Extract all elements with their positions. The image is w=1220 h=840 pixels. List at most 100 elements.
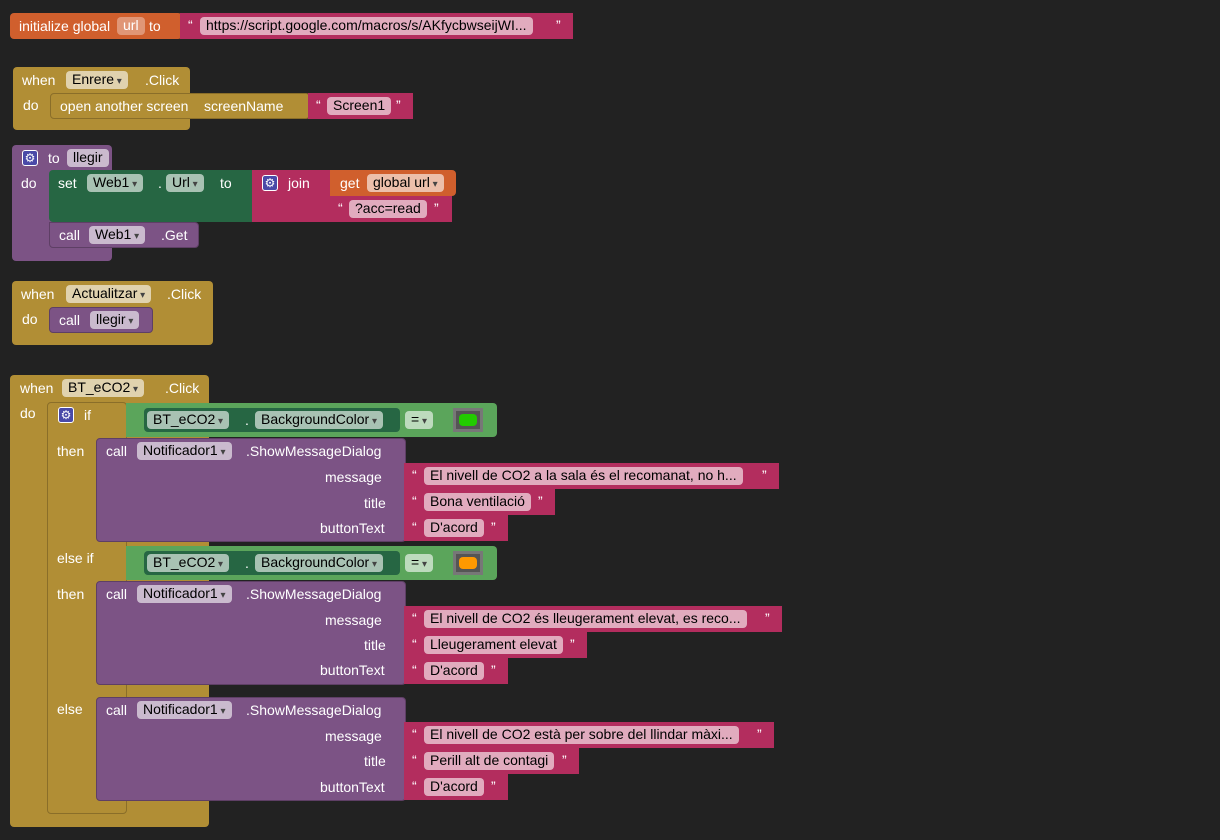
title-text-block-2[interactable]: “ Lleugerament elevat ” bbox=[404, 632, 587, 658]
event-click-label: .Click bbox=[167, 286, 202, 302]
kw-else-if: else if bbox=[57, 550, 94, 566]
quote-close: ” bbox=[434, 200, 439, 216]
actualitzar-component-dropdown[interactable]: Actualitzar bbox=[66, 285, 152, 303]
message-text-block-1[interactable]: “ El nivell de CO2 a la sala és el recom… bbox=[404, 463, 779, 489]
notifier-dropdown[interactable]: Notificador1 bbox=[137, 442, 232, 460]
quote-open: “ bbox=[316, 97, 321, 113]
kw-initialize-global: initialize global bbox=[19, 18, 111, 34]
quote-close: ” bbox=[556, 17, 561, 33]
url-property-dropdown[interactable]: Url bbox=[166, 174, 204, 192]
screen1-text[interactable]: Screen1 bbox=[327, 97, 392, 115]
compare-op-dropdown[interactable]: = bbox=[405, 411, 433, 429]
notifier-dropdown[interactable]: Notificador1 bbox=[137, 701, 232, 719]
message-text-2[interactable]: El nivell de CO2 és lleugerament elevat,… bbox=[424, 610, 747, 628]
set-web1-url-block[interactable]: set Web1 . Url to bbox=[49, 170, 254, 222]
kw-do: do bbox=[21, 175, 37, 191]
screen1-text-block[interactable]: “ Screen1 ” bbox=[308, 93, 413, 119]
quote-open: “ bbox=[412, 493, 417, 509]
button-text-1[interactable]: D'acord bbox=[424, 519, 484, 537]
title-label: title bbox=[364, 753, 386, 769]
message-label: message bbox=[325, 469, 382, 485]
cond-component-dropdown[interactable]: BT_eCO2 bbox=[147, 554, 230, 572]
global-var-name-field[interactable]: url bbox=[117, 17, 145, 35]
title-text-block-3[interactable]: “ Perill alt de contagi ” bbox=[404, 748, 579, 774]
backgroundcolor-property-dropdown[interactable]: BackgroundColor bbox=[255, 554, 383, 572]
get-method-label: .Get bbox=[161, 227, 188, 243]
open-another-screen-block[interactable]: open another screen screenName bbox=[50, 93, 310, 119]
show-message-dialog-label: .ShowMessageDialog bbox=[246, 702, 382, 718]
quote-close: ” bbox=[765, 610, 770, 626]
quote-close: ” bbox=[538, 493, 543, 509]
bt-eco2-backgroundcolor-getter-2[interactable]: BT_eCO2 . BackgroundColor bbox=[144, 551, 400, 575]
kw-do: do bbox=[20, 405, 36, 421]
message-text-block-3[interactable]: “ El nivell de CO2 està per sobre del ll… bbox=[404, 722, 774, 748]
join-block[interactable]: ⚙ join bbox=[252, 170, 332, 222]
gear-icon[interactable]: ⚙ bbox=[22, 150, 38, 166]
show-message-dialog-block-2[interactable]: call Notificador1 .ShowMessageDialog mes… bbox=[96, 581, 406, 685]
button-text-block-1[interactable]: “ D'acord ” bbox=[404, 515, 508, 541]
quote-open: “ bbox=[412, 636, 417, 652]
kw-call: call bbox=[106, 586, 128, 602]
kw-else: else bbox=[57, 701, 83, 717]
gear-icon[interactable]: ⚙ bbox=[58, 407, 74, 423]
kw-to2: to bbox=[220, 175, 232, 191]
message-label: message bbox=[325, 728, 382, 744]
quote-close: ” bbox=[570, 636, 575, 652]
color-swatch-fill bbox=[459, 414, 477, 426]
quote-close: ” bbox=[562, 752, 567, 768]
button-text-3[interactable]: D'acord bbox=[424, 778, 484, 796]
button-text-block-3[interactable]: “ D'acord ” bbox=[404, 774, 508, 800]
show-message-dialog-block-3[interactable]: call Notificador1 .ShowMessageDialog mes… bbox=[96, 697, 406, 801]
button-text-block-2[interactable]: “ D'acord ” bbox=[404, 658, 508, 684]
kw-when: when bbox=[20, 380, 54, 396]
bt-eco2-component-dropdown[interactable]: BT_eCO2 bbox=[62, 379, 145, 397]
global-url-dropdown[interactable]: global url bbox=[367, 174, 444, 192]
title-text-2[interactable]: Lleugerament elevat bbox=[424, 636, 563, 654]
message-text-3[interactable]: El nivell de CO2 està per sobre del llin… bbox=[424, 726, 739, 744]
web1-component-dropdown[interactable]: Web1 bbox=[87, 174, 144, 192]
procedure-name-field[interactable]: llegir bbox=[67, 149, 109, 167]
color-swatch-orange[interactable] bbox=[453, 551, 483, 575]
color-swatch-green[interactable] bbox=[453, 408, 483, 432]
global-url-text-block[interactable]: “ https://script.google.com/macros/s/AKf… bbox=[180, 13, 573, 39]
web1-call-dropdown[interactable]: Web1 bbox=[89, 226, 146, 244]
show-message-dialog-block-1[interactable]: call Notificador1 .ShowMessageDialog mes… bbox=[96, 438, 406, 542]
init-global-block[interactable]: initialize global url to bbox=[10, 13, 182, 39]
cond-component-dropdown[interactable]: BT_eCO2 bbox=[147, 411, 230, 429]
acc-read-text-block[interactable]: “ ?acc=read ” bbox=[330, 196, 452, 222]
title-text-1[interactable]: Bona ventilació bbox=[424, 493, 531, 511]
dot-separator: . bbox=[245, 412, 249, 428]
quote-close: ” bbox=[491, 662, 496, 678]
kw-call: call bbox=[59, 312, 81, 328]
enrere-component-dropdown[interactable]: Enrere bbox=[66, 71, 128, 89]
event-click-label: .Click bbox=[165, 380, 200, 396]
quote-close: ” bbox=[757, 726, 762, 742]
quote-open: “ bbox=[412, 519, 417, 535]
quote-open: “ bbox=[338, 200, 343, 216]
title-label: title bbox=[364, 495, 386, 511]
notifier-dropdown[interactable]: Notificador1 bbox=[137, 585, 232, 603]
compare-op-dropdown[interactable]: = bbox=[405, 554, 433, 572]
title-text-3[interactable]: Perill alt de contagi bbox=[424, 752, 555, 770]
call-llegir-block[interactable]: call llegir bbox=[49, 307, 153, 333]
message-label: message bbox=[325, 612, 382, 628]
acc-read-text[interactable]: ?acc=read bbox=[349, 200, 427, 218]
kw-set: set bbox=[58, 175, 77, 191]
backgroundcolor-property-dropdown[interactable]: BackgroundColor bbox=[255, 411, 383, 429]
llegir-call-dropdown[interactable]: llegir bbox=[90, 311, 140, 329]
global-url-text[interactable]: https://script.google.com/macros/s/AKfyc… bbox=[200, 17, 533, 35]
gear-icon[interactable]: ⚙ bbox=[262, 175, 278, 191]
kw-to: to bbox=[48, 150, 60, 166]
call-web1-get-block[interactable]: call Web1 .Get bbox=[49, 222, 199, 248]
message-text-1[interactable]: El nivell de CO2 a la sala és el recoman… bbox=[424, 467, 743, 485]
quote-open: “ bbox=[188, 17, 193, 33]
dot-separator: . bbox=[158, 175, 162, 191]
open-another-screen-label: open another screen bbox=[60, 98, 189, 114]
title-text-block-1[interactable]: “ Bona ventilació ” bbox=[404, 489, 555, 515]
message-text-block-2[interactable]: “ El nivell de CO2 és lleugerament eleva… bbox=[404, 606, 782, 632]
button-text-2[interactable]: D'acord bbox=[424, 662, 484, 680]
bt-eco2-backgroundcolor-getter-1[interactable]: BT_eCO2 . BackgroundColor bbox=[144, 408, 400, 432]
kw-then: then bbox=[57, 443, 85, 459]
get-global-url-block[interactable]: get global url bbox=[330, 170, 456, 196]
kw-do: do bbox=[22, 311, 38, 327]
